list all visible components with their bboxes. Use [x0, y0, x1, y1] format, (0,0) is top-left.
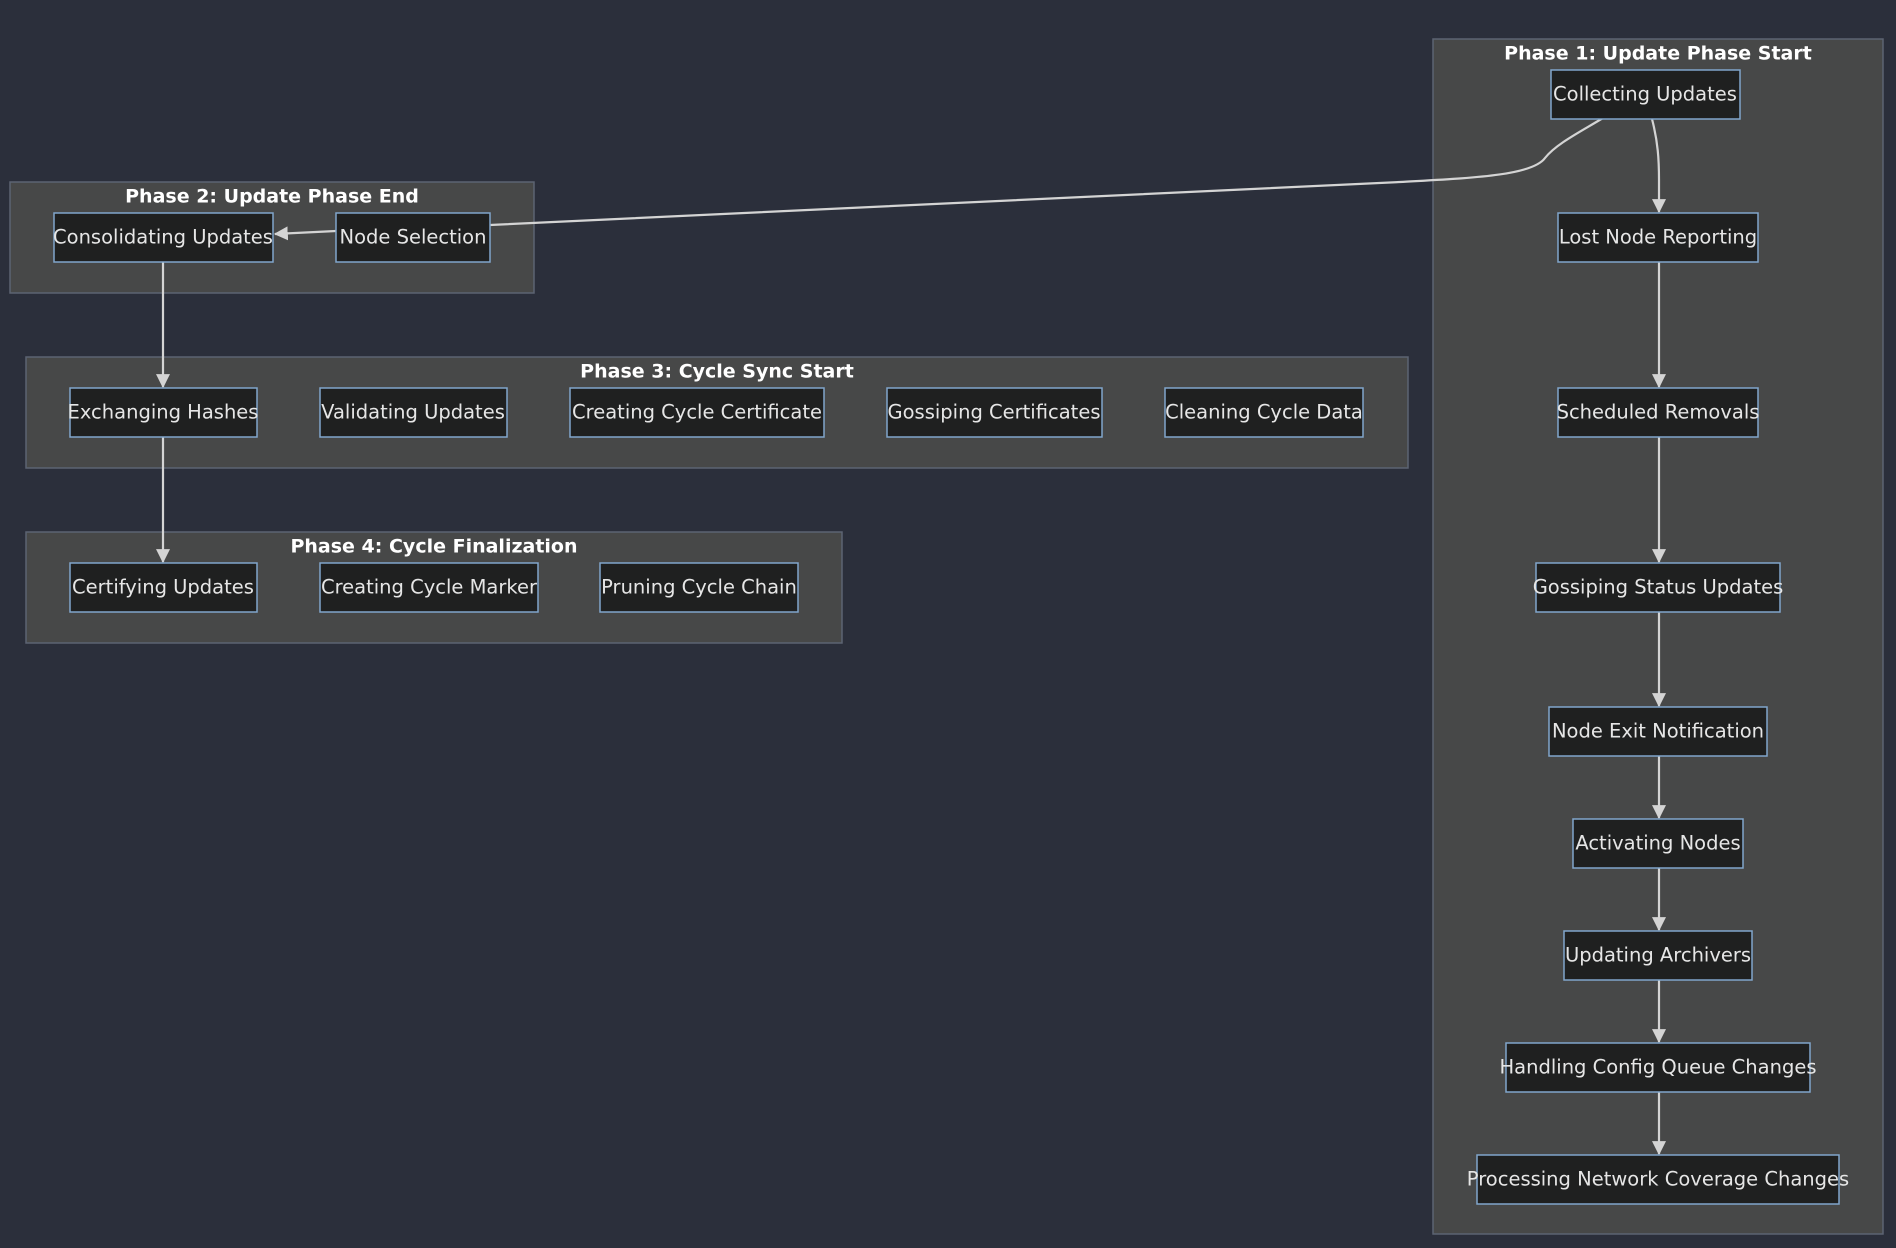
node-label: Consolidating Updates	[53, 226, 273, 249]
node-activating-nodes[interactable]: Activating Nodes	[1572, 818, 1744, 869]
node-pruning-cycle-chain[interactable]: Pruning Cycle Chain	[599, 562, 799, 613]
node-label: Creating Cycle Certificate	[572, 401, 822, 424]
node-node-exit-notification[interactable]: Node Exit Notification	[1548, 706, 1768, 757]
cluster-phase-3-title: Phase 3: Cycle Sync Start	[580, 361, 854, 383]
node-label: Exchanging Hashes	[68, 401, 259, 424]
node-label: Processing Network Coverage Changes	[1467, 1168, 1849, 1191]
node-validating-updates[interactable]: Validating Updates	[319, 387, 508, 438]
node-box	[335, 212, 491, 263]
node-label: Pruning Cycle Chain	[601, 576, 797, 599]
node-box	[53, 212, 274, 263]
node-label: Scheduled Removals	[1557, 401, 1760, 424]
node-box	[1548, 706, 1768, 757]
node-label: Collecting Updates	[1553, 83, 1737, 106]
node-label: Gossiping Certificates	[888, 401, 1101, 424]
node-box	[319, 562, 539, 613]
node-box	[886, 387, 1103, 438]
node-box	[69, 562, 258, 613]
node-creating-cycle-marker[interactable]: Creating Cycle Marker	[319, 562, 539, 613]
node-collecting-updates[interactable]: Collecting Updates	[1550, 69, 1741, 120]
node-box	[1550, 69, 1741, 120]
node-box	[69, 387, 258, 438]
node-box	[319, 387, 508, 438]
node-creating-cycle-certificate[interactable]: Creating Cycle Certificate	[569, 387, 825, 438]
node-handling-config-queue-changes[interactable]: Handling Config Queue Changes	[1500, 1042, 1817, 1093]
node-gossiping-certificates[interactable]: Gossiping Certificates	[886, 387, 1103, 438]
node-label: Creating Cycle Marker	[321, 576, 538, 599]
node-label: Node Exit Notification	[1552, 720, 1764, 743]
node-box	[599, 562, 799, 613]
node-box	[1505, 1042, 1811, 1093]
node-label: Gossiping Status Updates	[1533, 576, 1784, 599]
node-node-selection[interactable]: Node Selection	[335, 212, 491, 263]
edge-node-selection-to-consolidating	[273, 226, 337, 241]
node-consolidating-updates[interactable]: Consolidating Updates	[53, 212, 274, 263]
edge-collecting-to-node-selection	[489, 117, 1604, 227]
node-updating-archivers[interactable]: Updating Archivers	[1563, 930, 1753, 981]
node-label: Certifying Updates	[72, 576, 254, 599]
node-label: Updating Archivers	[1565, 944, 1751, 967]
node-box	[1572, 818, 1744, 869]
cluster-phase-1-title: Phase 1: Update Phase Start	[1504, 43, 1812, 65]
node-box	[1476, 1154, 1840, 1205]
node-gossiping-status-updates[interactable]: Gossiping Status Updates	[1533, 562, 1784, 613]
node-box	[1557, 212, 1759, 263]
node-label: Node Selection	[340, 226, 487, 249]
node-label: Handling Config Queue Changes	[1500, 1056, 1817, 1079]
node-label: Activating Nodes	[1575, 832, 1740, 855]
cluster-phase-4-title: Phase 4: Cycle Finalization	[290, 536, 577, 558]
node-box	[1535, 562, 1781, 613]
node-cleaning-cycle-data[interactable]: Cleaning Cycle Data	[1164, 387, 1364, 438]
cluster-phase-2-title: Phase 2: Update Phase End	[125, 186, 419, 208]
node-box	[1563, 930, 1753, 981]
node-label: Cleaning Cycle Data	[1165, 401, 1363, 424]
node-label: Lost Node Reporting	[1559, 226, 1757, 249]
edges	[156, 117, 1666, 1156]
node-exchanging-hashes[interactable]: Exchanging Hashes	[68, 387, 259, 438]
node-box	[569, 387, 825, 438]
node-processing-network-coverage-changes[interactable]: Processing Network Coverage Changes	[1467, 1154, 1849, 1205]
node-label: Validating Updates	[321, 401, 505, 424]
node-box	[1557, 387, 1759, 438]
node-lost-node-reporting[interactable]: Lost Node Reporting	[1557, 212, 1759, 263]
node-box	[1164, 387, 1364, 438]
edge-collecting-to-lost-node	[1650, 118, 1666, 214]
node-scheduled-removals[interactable]: Scheduled Removals	[1557, 387, 1760, 438]
node-certifying-updates[interactable]: Certifying Updates	[69, 562, 258, 613]
